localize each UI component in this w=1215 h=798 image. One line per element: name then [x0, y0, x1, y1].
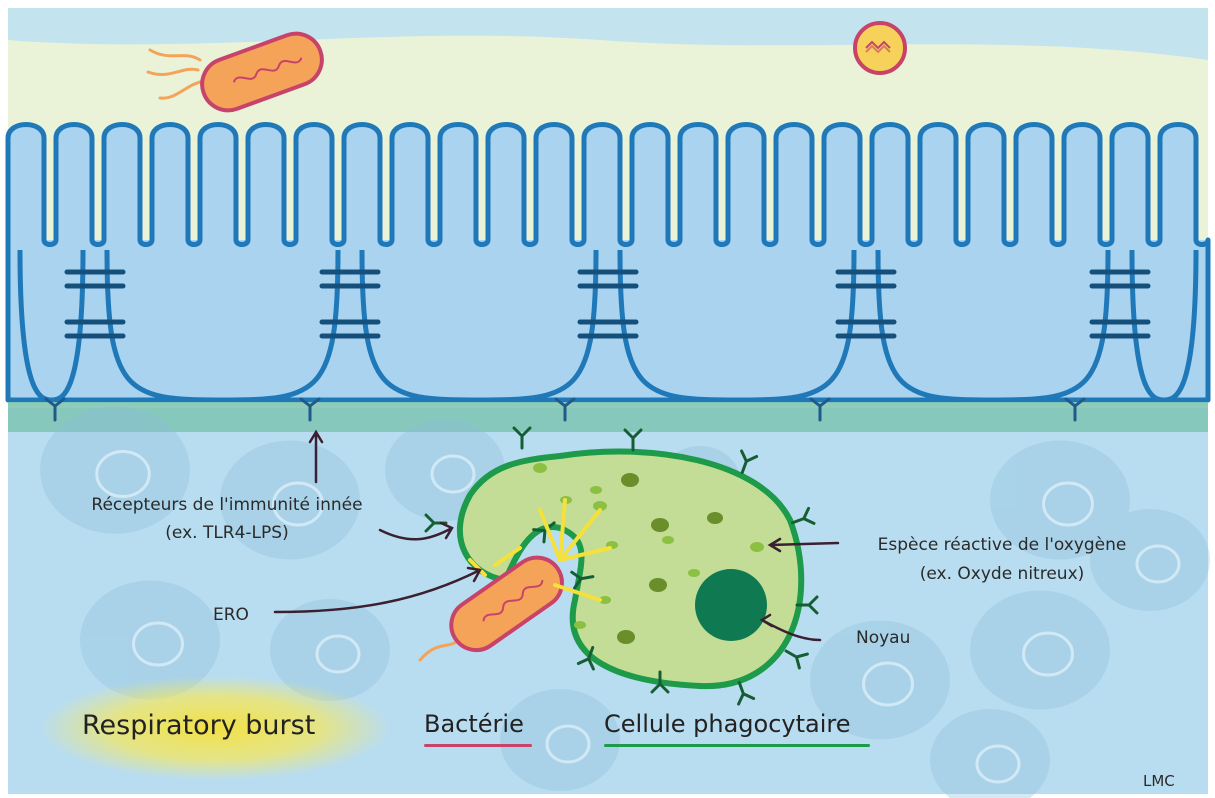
legend-bacteria-underline [424, 744, 532, 747]
nucleus [695, 569, 767, 641]
vesicle [688, 569, 700, 577]
vesicle [621, 473, 639, 487]
nucleus-label: Noyau [856, 627, 910, 649]
vesicle [707, 512, 723, 524]
ros-label-line1: Espèce réactive de l'oxygène [842, 534, 1162, 556]
microvilli-membrane [8, 125, 1208, 401]
background-cell [970, 591, 1110, 710]
receptors-label-line2: (ex. TLR4-LPS) [62, 522, 392, 544]
ero-label: ERO [213, 604, 249, 626]
vesicle [651, 518, 669, 532]
vesicle [533, 463, 547, 473]
vesicle [662, 536, 674, 544]
vesicle [574, 621, 586, 629]
basement-membrane [8, 402, 1208, 432]
background-cell [1090, 509, 1210, 611]
receptors-label-line1: Récepteurs de l'immunité innée [62, 494, 392, 516]
legend-bacteria: Bactérie [424, 710, 524, 738]
legend-respiratory-burst: Respiratory burst [82, 710, 315, 741]
vesicle [590, 486, 602, 494]
legend-phagocyte: Cellule phagocytaire [604, 710, 851, 738]
vesicle [750, 542, 764, 552]
vesicle [617, 630, 635, 644]
vesicle [649, 578, 667, 592]
lumen-bacterium-coccus [855, 23, 905, 73]
background-cell [500, 689, 620, 791]
legend-phagocyte-underline [604, 744, 870, 747]
signature: LMC [1143, 770, 1175, 792]
ros-label-line2: (ex. Oxyde nitreux) [842, 563, 1162, 585]
